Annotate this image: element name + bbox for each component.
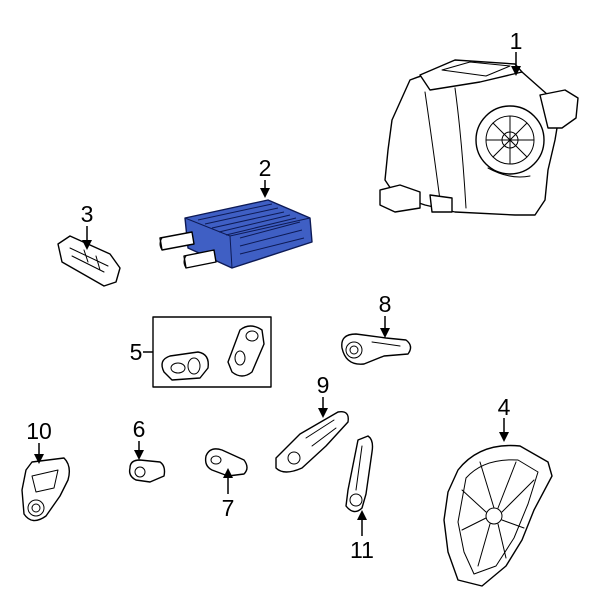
callout-1: 1 — [510, 28, 523, 54]
arrow-1-icon — [511, 66, 521, 76]
part-5-group[interactable] — [152, 316, 272, 388]
callout-3: 3 — [81, 201, 94, 227]
part-3-duct-fitting[interactable] — [57, 235, 121, 287]
part-6-knob[interactable] — [128, 459, 166, 483]
arrow-7-icon — [223, 468, 233, 478]
arrow-11-icon — [357, 510, 367, 520]
leaders — [34, 52, 521, 536]
part-7-lever[interactable] — [204, 448, 248, 477]
arrow-8-icon — [380, 328, 390, 338]
arrow-10-icon — [34, 454, 44, 464]
arrow-2-icon — [260, 188, 270, 198]
callout-8: 8 — [379, 291, 392, 317]
arrow-3-icon — [82, 240, 92, 250]
part-4-blower-cover[interactable] — [443, 444, 553, 587]
callout-10: 10 — [26, 418, 52, 444]
part-10-bracket[interactable] — [21, 457, 71, 522]
arrow-6-icon — [134, 450, 144, 460]
callout-11: 11 — [350, 537, 374, 563]
arrow-9-icon — [318, 408, 328, 418]
part-2-heater-core[interactable] — [159, 199, 313, 269]
callout-2: 2 — [259, 155, 272, 181]
callout-6: 6 — [133, 416, 146, 442]
callout-7: 7 — [222, 495, 235, 521]
arrow-4-icon — [499, 432, 509, 442]
part-11-vertical-link[interactable] — [345, 435, 374, 513]
callout-5: 5 — [130, 339, 143, 365]
callout-9: 9 — [317, 372, 330, 398]
callout-4: 4 — [498, 394, 511, 420]
part-8-actuator-arm[interactable] — [341, 333, 412, 365]
part-1-blower-housing[interactable] — [379, 59, 579, 216]
part-9-door-link[interactable] — [275, 411, 349, 473]
